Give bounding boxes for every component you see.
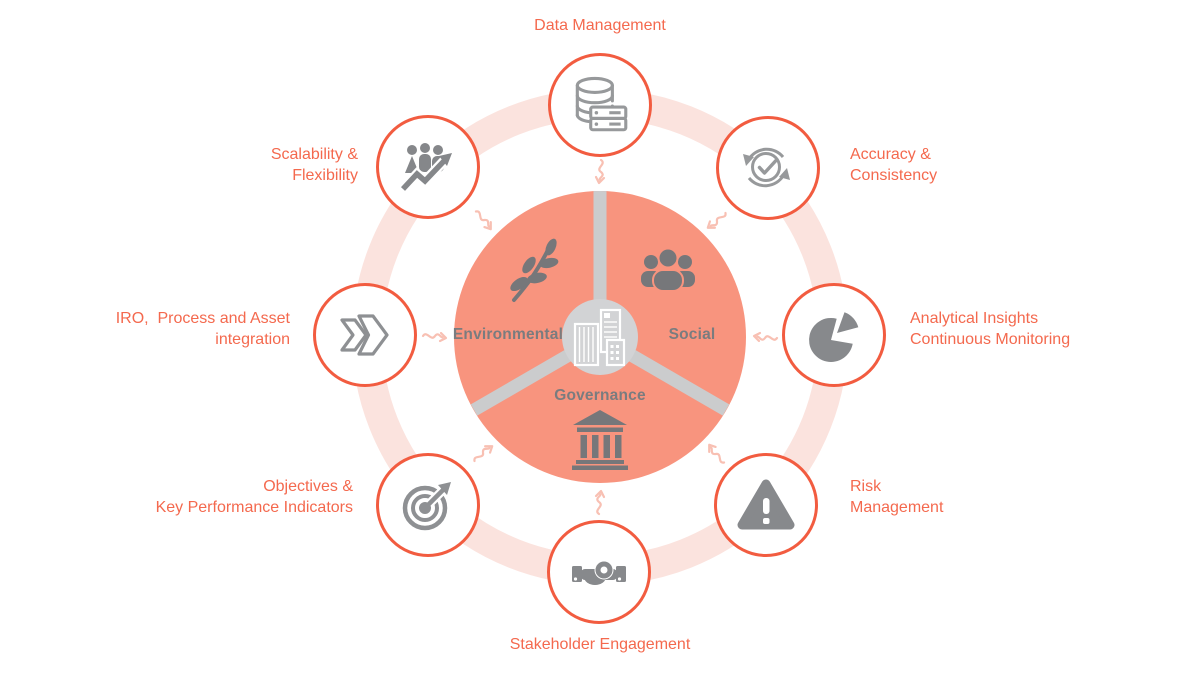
segment-label-governance: Governance — [554, 387, 646, 404]
target-arrow-icon — [402, 477, 456, 531]
segment-label-environmental: Environmental — [452, 326, 564, 343]
node-label-analytical-insights: Analytical Insights Continuous Monitorin… — [910, 310, 1071, 348]
database-icon — [575, 76, 628, 132]
node-label-objectives-kpi: Objectives & Key Performance Indicators — [155, 478, 353, 516]
double-chevron-icon — [340, 314, 389, 356]
node-iro-integration — [313, 283, 417, 387]
esg-hub-circle — [454, 191, 746, 483]
node-label-scalability-flexibility: Scalability & Flexibility — [270, 146, 358, 184]
handshake-icon — [572, 560, 626, 585]
node-label-accuracy-consistency: Accuracy & Consistency — [850, 146, 938, 184]
sync-check-icon — [743, 147, 790, 188]
hub-spokes — [470, 191, 730, 416]
node-label-iro-integration: IRO, Process and Asset integration — [115, 310, 290, 348]
node-data-management — [548, 53, 652, 157]
node-stakeholder-engagement — [547, 520, 651, 624]
warning-triangle-icon — [737, 479, 795, 530]
squiggle-arrow-icon — [421, 331, 448, 343]
squiggle-arrow-icon — [706, 211, 727, 229]
squiggle-arrow-icon — [594, 158, 606, 185]
node-label-stakeholder-engagement: Stakeholder Engagement — [509, 636, 691, 653]
bank-icon — [572, 410, 628, 470]
squiggle-arrow-icon — [594, 489, 606, 516]
squiggle-arrow-icon — [708, 443, 726, 464]
buildings-icon — [573, 308, 626, 367]
branch-leaf-icon — [510, 238, 559, 302]
node-accuracy-consistency — [716, 116, 820, 220]
node-label-data-management: Data Management — [534, 17, 666, 34]
squiggle-arrow-icon — [752, 331, 779, 343]
people-group-icon — [641, 247, 695, 292]
squiggle-arrow-icon — [474, 210, 492, 231]
node-objectives-kpi — [376, 453, 480, 557]
node-label-risk-management: Risk Management — [850, 478, 944, 516]
pie-chart-icon — [809, 312, 859, 362]
node-analytical-insights — [782, 283, 886, 387]
segment-label-social: Social — [668, 326, 716, 343]
people-growth-icon — [399, 143, 452, 193]
node-risk-management — [714, 453, 818, 557]
squiggle-arrow-icon — [473, 445, 494, 463]
node-scalability-flexibility — [376, 115, 480, 219]
